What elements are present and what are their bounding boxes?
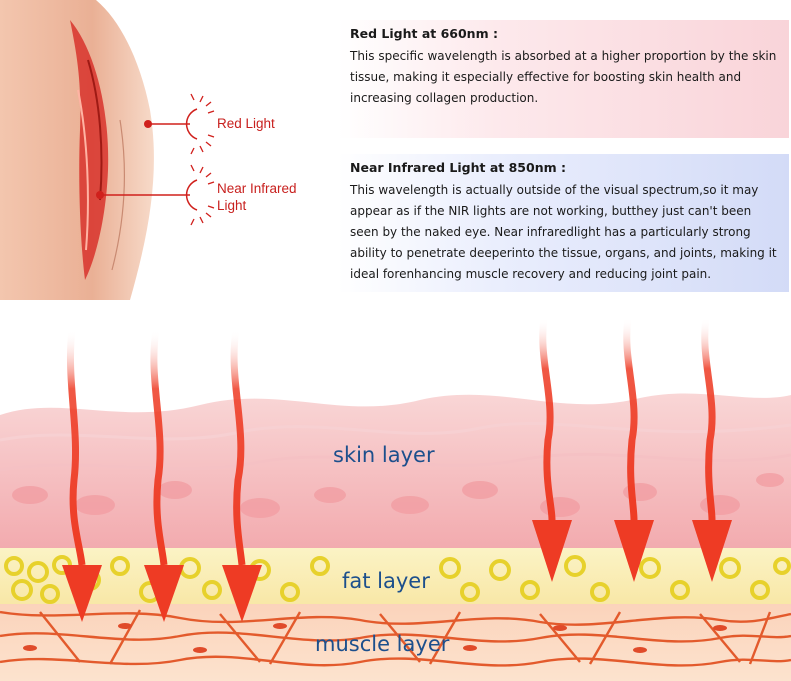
muscle-layer xyxy=(0,604,791,681)
fat-layer-label: fat layer xyxy=(342,569,430,593)
near-infrared-callout xyxy=(96,164,215,226)
light-arrows xyxy=(62,317,732,622)
skin-layer-label: skin layer xyxy=(333,443,435,467)
red-light-title: Red Light at 660nm : xyxy=(350,26,498,41)
red-light-info-panel: Red Light at 660nm : This specific wavel… xyxy=(338,20,789,138)
penetration-arrow xyxy=(222,329,262,622)
fat-layer xyxy=(0,548,791,606)
skin-layer xyxy=(0,393,791,555)
nir-description: This wavelength is actually outside of t… xyxy=(350,183,777,281)
red-light-description: This specific wavelength is absorbed at … xyxy=(350,49,777,105)
penetration-arrow xyxy=(144,329,184,622)
nir-title: Near Infrared Light at 850nm : xyxy=(350,160,566,175)
penetration-arrow xyxy=(62,329,102,622)
red-light-callout xyxy=(144,93,215,155)
red-light-label: Red Light xyxy=(217,116,275,131)
nir-info-panel: Near Infrared Light at 850nm : This wave… xyxy=(338,154,789,292)
penetration-arrow xyxy=(614,317,654,582)
penetration-arrow xyxy=(692,317,732,582)
arm-illustration xyxy=(0,0,154,300)
muscle-layer-label: muscle layer xyxy=(315,632,450,656)
penetration-arrow xyxy=(532,317,572,582)
near-infrared-label: Near Infrared Light xyxy=(217,181,297,213)
